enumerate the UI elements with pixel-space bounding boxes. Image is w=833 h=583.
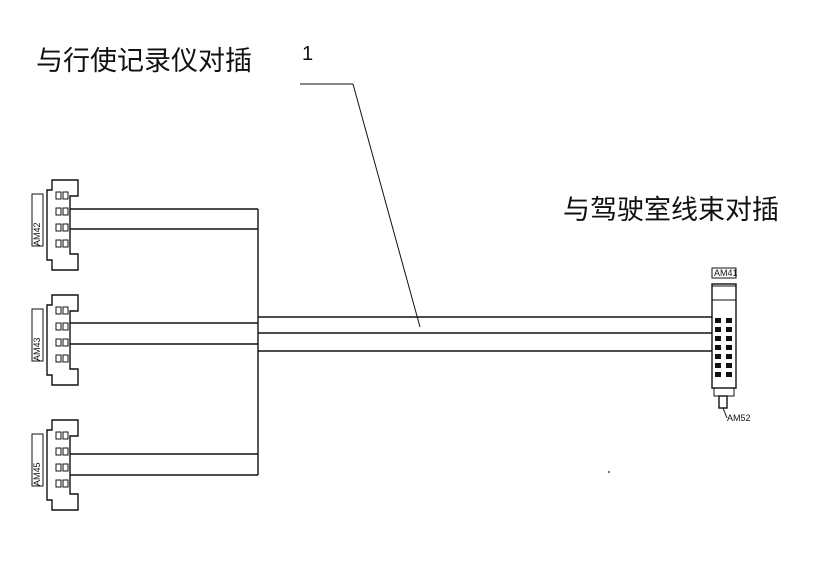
- stray-dot: [608, 471, 610, 473]
- right-connector-top-label: AM41: [714, 268, 738, 278]
- connector-am42-label: AM42: [32, 222, 42, 246]
- connector-am45: AM45: [31, 419, 79, 511]
- callout-leader: [300, 83, 421, 328]
- connector-am43-label: AM43: [32, 337, 42, 361]
- right-connector-bottom-label: AM52: [727, 413, 751, 423]
- connector-am43: AM43: [31, 294, 79, 386]
- left-wires: [70, 208, 258, 476]
- connector-am45-label: AM45: [32, 462, 42, 486]
- connector-am42: AM42: [31, 179, 79, 271]
- right-connector-pins: [715, 318, 732, 377]
- left-title: 与行使记录仪对插: [36, 46, 252, 77]
- callout-number: 1: [302, 43, 313, 65]
- right-connector: AM41 AM52: [711, 267, 751, 423]
- right-title: 与驾驶室线束对插: [563, 195, 779, 226]
- main-harness: [258, 316, 712, 352]
